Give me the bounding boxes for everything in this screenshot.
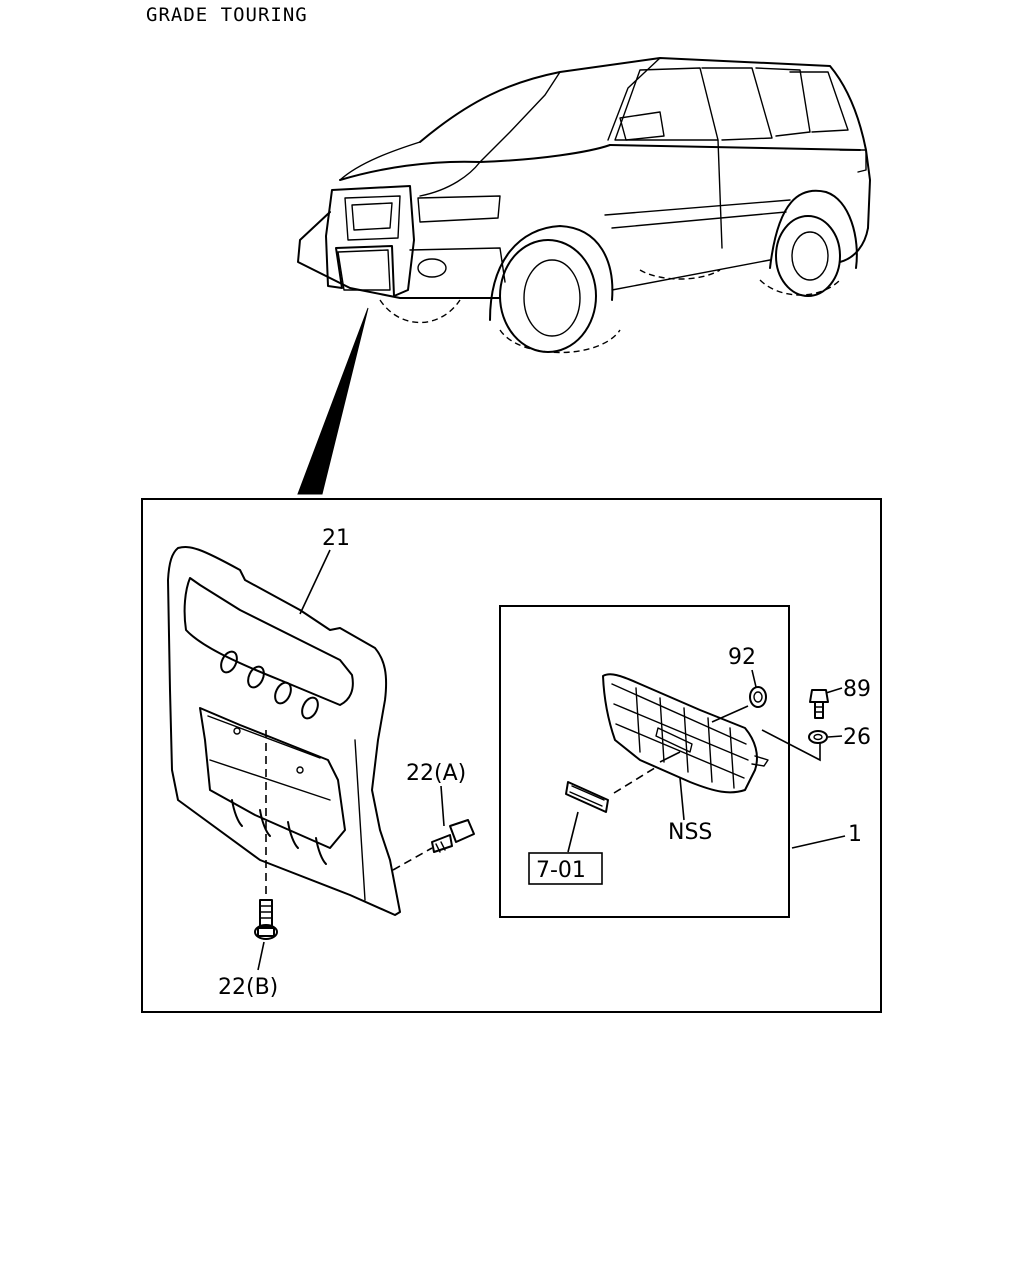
bolt-22a [431,819,475,853]
reference-box-7-01 [528,852,603,885]
screw-89 [809,689,829,719]
detail-pointer [297,307,369,495]
vehicle-illustration [297,57,871,354]
label-nss: NSS [668,820,712,845]
label-1: 1 [848,822,862,847]
isuzu-emblem [565,781,609,813]
grille-detail-box [499,605,790,918]
label-22a: 22(A) [406,761,466,786]
grille-guard-part [167,546,401,916]
label-89: 89 [843,677,871,702]
label-ref-7-01: 7-01 [536,858,586,883]
label-92: 92 [728,645,756,670]
label-21: 21 [322,526,350,551]
clip-92 [749,686,767,708]
front-grille-part [602,673,769,794]
washer-26 [808,730,828,744]
label-22b: 22(B) [218,975,278,1000]
detail-box [141,498,882,1013]
label-26: 26 [843,725,871,750]
bolt-22b [254,899,278,940]
grade-header: GRADE TOURING [146,4,308,26]
